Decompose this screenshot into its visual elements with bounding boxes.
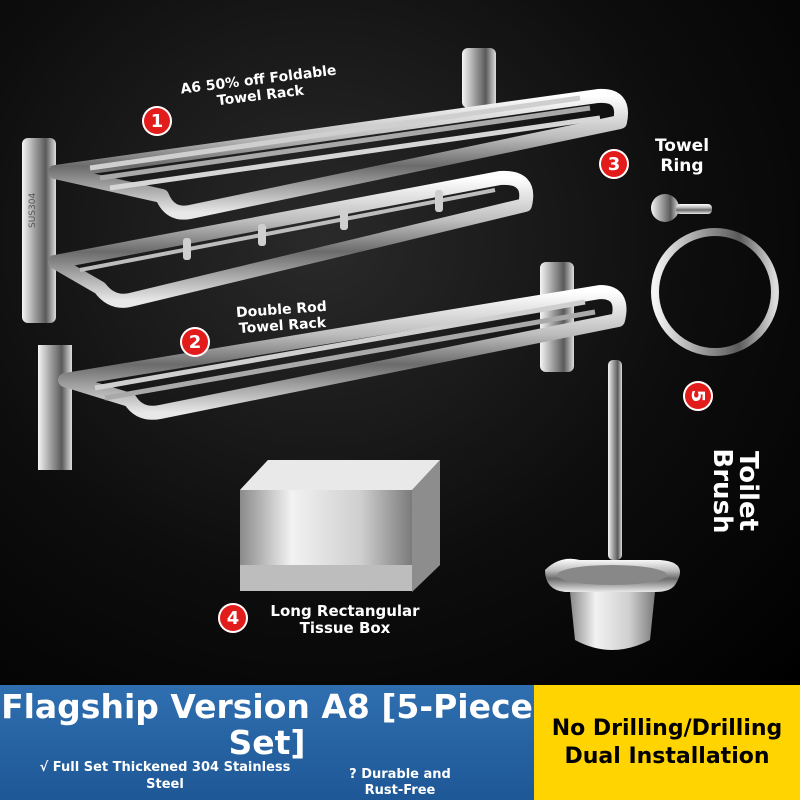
- banner-left: Flagship Version A8 [5-Piece Set] √ Full…: [0, 685, 534, 800]
- double-rod-towel-rack: [38, 262, 627, 470]
- badge-4: 4: [218, 603, 248, 633]
- badge-5: 5: [683, 381, 713, 411]
- label-towel-ring: Towel Ring: [654, 136, 710, 176]
- label-toilet-brush-line1: Toilet: [733, 450, 763, 532]
- foldable-towel-rack: SUS304: [22, 48, 628, 323]
- feature-stainless-steel: √ Full Set Thickened 304 Stainless Steel: [39, 760, 291, 792]
- banner-title: Flagship Version A8 [5-Piece Set]: [1, 687, 533, 763]
- badge-2: 2: [180, 327, 210, 357]
- towel-ring: [651, 194, 779, 356]
- engraving-text: SUS304: [28, 193, 38, 228]
- label-tissue-box: Long Rectangular Tissue Box: [270, 602, 420, 638]
- bottom-banner: Flagship Version A8 [5-Piece Set] √ Full…: [0, 685, 800, 800]
- product-showcase: SUS304: [0, 0, 800, 685]
- product-illustration: SUS304: [22, 48, 779, 650]
- label-toilet-brush: Toilet Brush: [707, 411, 763, 571]
- toilet-brush: [545, 360, 680, 650]
- badge-3: 3: [599, 149, 629, 179]
- tissue-box: [240, 460, 440, 592]
- label-toilet-brush-line2: Brush: [707, 448, 737, 534]
- installation-highlight-text: No Drilling/Drilling Dual Installation: [551, 715, 783, 769]
- feature-rust-free: ? Durable and Rust-Free: [349, 767, 451, 798]
- badge-1: 1: [142, 106, 172, 136]
- banner-highlight: No Drilling/Drilling Dual Installation: [534, 685, 800, 800]
